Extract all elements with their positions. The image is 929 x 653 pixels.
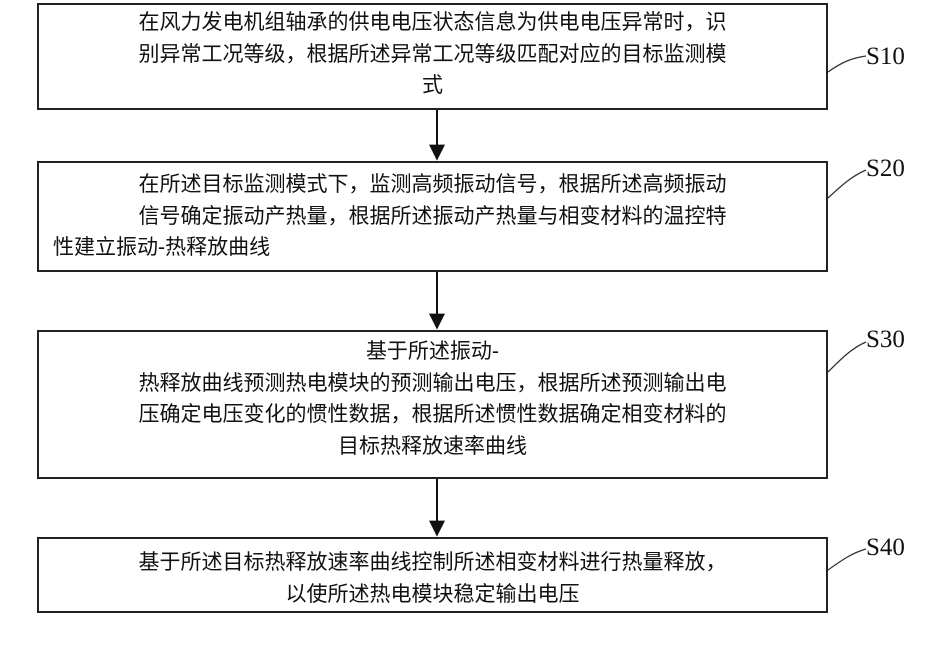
leader-s30 xyxy=(828,342,866,372)
step-s30-line-2: 热释放曲线预测热电模块的预测输出电压，根据所述预测输出电 xyxy=(53,368,812,400)
step-box-s40: 基于所述目标热释放速率曲线控制所述相变材料进行热量释放， 以使所述热电模块稳定输… xyxy=(37,537,828,613)
step-s40-line-2: 以使所述热电模块稳定输出电压 xyxy=(53,579,812,611)
step-label-s20: S20 xyxy=(866,155,905,183)
step-label-s40: S40 xyxy=(866,534,905,562)
step-s10-line-1: 在风力发电机组轴承的供电电压状态信息为供电电压异常时，识 xyxy=(53,7,812,39)
step-box-s20: 在所述目标监测模式下，监测高频振动信号，根据所述高频振动 信号确定振动产热量，根… xyxy=(37,161,828,272)
step-label-s30: S30 xyxy=(866,326,905,354)
step-s10-line-3: 式 xyxy=(53,70,812,102)
step-s20-line-3: 性建立振动-热释放曲线 xyxy=(53,232,812,264)
step-s40-line-1: 基于所述目标热释放速率曲线控制所述相变材料进行热量释放， xyxy=(53,547,812,579)
step-s20-line-1: 在所述目标监测模式下，监测高频振动信号，根据所述高频振动 xyxy=(53,169,812,201)
step-label-s10: S10 xyxy=(866,43,905,71)
leader-s20 xyxy=(828,170,866,198)
step-s30-line-1: 基于所述振动- xyxy=(53,336,812,368)
leader-s40 xyxy=(828,549,866,570)
step-s30-line-3: 压确定电压变化的惯性数据，根据所述惯性数据确定相变材料的 xyxy=(53,399,812,431)
step-s20-line-2: 信号确定振动产热量，根据所述振动产热量与相变材料的温控特 xyxy=(53,201,812,233)
step-box-s10: 在风力发电机组轴承的供电电压状态信息为供电电压异常时，识 别异常工况等级，根据所… xyxy=(37,3,828,110)
step-s10-line-2: 别异常工况等级，根据所述异常工况等级匹配对应的目标监测模 xyxy=(53,39,812,71)
step-s30-line-4: 目标热释放速率曲线 xyxy=(53,431,812,463)
step-box-s30: 基于所述振动- 热释放曲线预测热电模块的预测输出电压，根据所述预测输出电 压确定… xyxy=(37,330,828,479)
leader-s10 xyxy=(828,56,866,72)
